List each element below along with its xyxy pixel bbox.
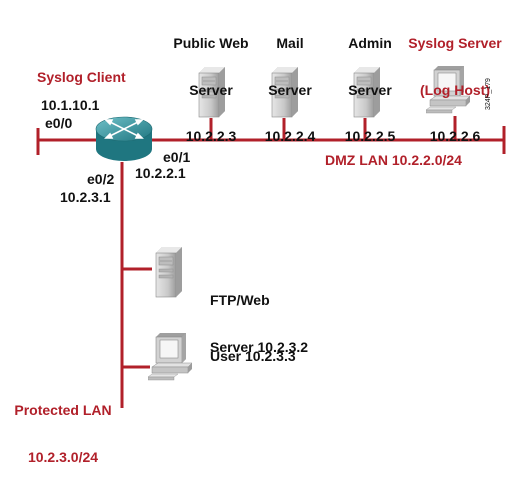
diagram-canvas	[36, 66, 506, 408]
iface-e0-1-ip-label: 10.2.2.1	[135, 165, 186, 181]
figure-id: 324P_179	[485, 78, 492, 110]
network-links	[36, 116, 506, 408]
iface-e0-1-label: e0/1	[163, 149, 191, 165]
admin-server-name: Admin	[348, 35, 392, 51]
network-diagram: Syslog Client 10.1.10.1 e0/0 e0/1 10.2.2…	[14, 5, 508, 464]
ftp-web-server-name: FTP/Web	[210, 292, 270, 308]
admin-server-role: Server	[348, 81, 392, 98]
protected-lan-subnet: 10.2.3.0/24	[27, 448, 99, 465]
iface-e0-0-label: e0/0	[45, 115, 73, 131]
public-web-server-label: Public Web Server 10.2.2.3	[160, 5, 262, 176]
ftp-web-server-icon	[155, 246, 182, 298]
mail-server-role: Server	[268, 81, 312, 98]
mail-server-name: Mail	[276, 35, 304, 51]
iface-e0-2-label: e0/2	[87, 171, 115, 187]
syslog-server-role: (Log Host)	[420, 81, 490, 98]
user-workstation-icon	[148, 332, 193, 381]
dmz-lan-label: DMZ LAN 10.2.2.0/24	[325, 152, 462, 168]
router-icon	[95, 116, 153, 161]
protected-lan-name: Protected LAN	[14, 402, 112, 418]
protected-lan-label: Protected LAN 10.2.3.0/24	[0, 372, 126, 496]
admin-server-label: Admin Server 10.2.2.5	[332, 5, 408, 176]
iface-e0-2-ip-label: 10.2.3.1	[60, 189, 111, 205]
syslog-server-name: Syslog Server	[408, 35, 502, 51]
syslog-client-label: Syslog Client	[37, 69, 126, 85]
public-web-server-role: Server	[189, 81, 233, 98]
user-label: User 10.2.3.3	[210, 348, 296, 364]
ftp-web-server-ip: Server 10.2.3.2	[210, 338, 309, 355]
syslog-server-ip: 10.2.2.6	[429, 128, 481, 144]
syslog-server-label: Syslog Server (Log Host) 10.2.2.6	[402, 5, 508, 176]
public-web-server-name: Public Web	[173, 35, 249, 51]
mail-server-label: Mail Server 10.2.2.4	[252, 5, 328, 176]
admin-server-ip: 10.2.2.5	[344, 128, 396, 144]
ftp-web-server-label: FTP/Web Server 10.2.3.2	[210, 262, 308, 386]
public-web-server-ip: 10.2.2.3	[185, 128, 237, 144]
router-ip-label: 10.1.10.1	[41, 97, 100, 113]
mail-server-ip: 10.2.2.4	[264, 128, 316, 144]
